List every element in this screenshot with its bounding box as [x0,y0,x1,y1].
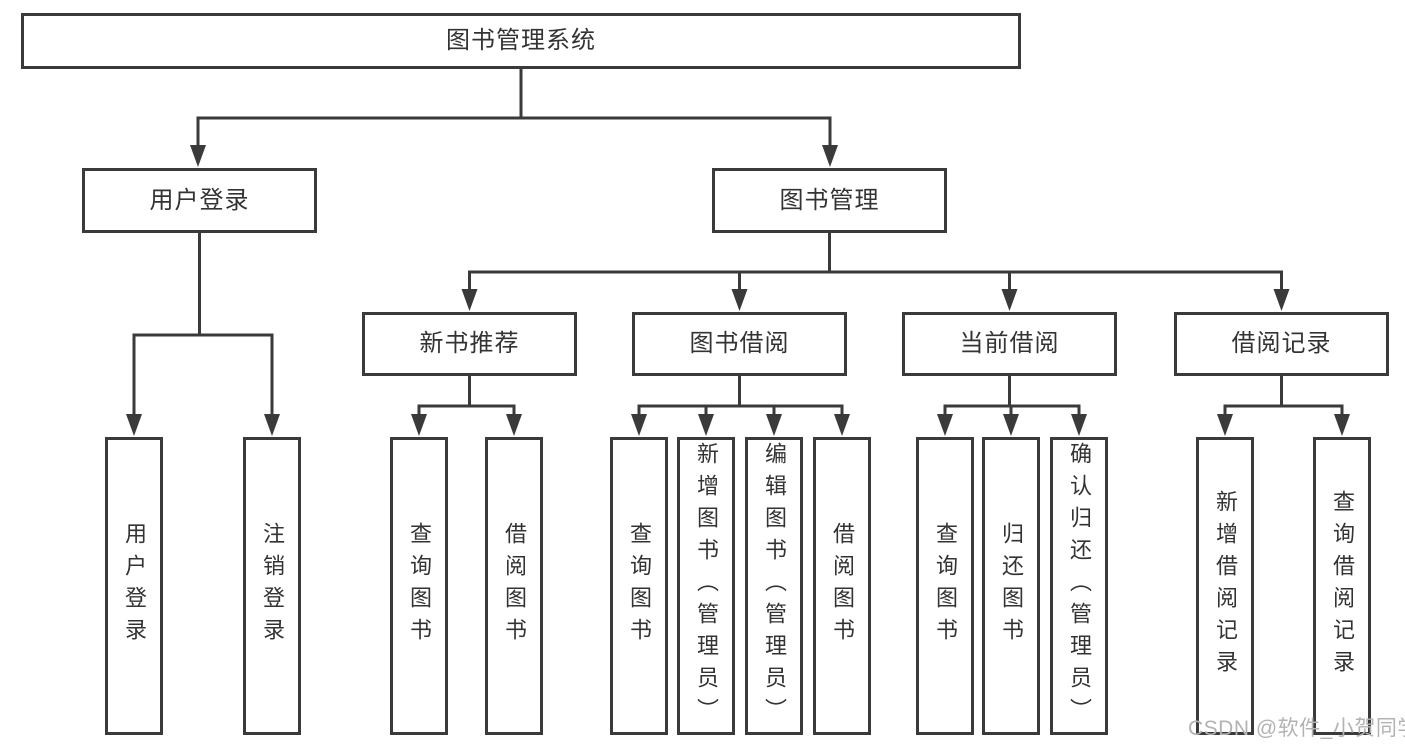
leaf-query-books-borrowing: 查询图书 [610,437,668,735]
leaf-query-books-recommend: 查询图书 [390,437,448,735]
arrowhead [822,145,838,167]
node-label: 编辑图书（管理员） [762,442,787,730]
connector-newbook-to-leaves [417,374,516,422]
node-library-system: 图书管理系统 [21,13,1021,69]
arrowhead [190,145,206,167]
node-label: 确认归还（管理员） [1067,442,1092,730]
csdn-watermark: CSDN @软件_小贺同学 [1188,717,1405,740]
node-label: 用户登录 [149,186,250,214]
arrowhead [731,289,748,311]
node-label: 图书管理 [779,186,880,214]
connector-root-to-level2 [196,67,832,152]
arrowhead [1001,289,1018,311]
node-label: 归还图书 [999,522,1024,650]
node-label: 图书管理系统 [446,27,596,54]
arrowhead [1217,414,1233,436]
node-book-management: 图书管理 [712,168,947,233]
arrowhead [937,414,953,436]
arrowhead [834,414,850,436]
arrowhead [766,414,782,436]
leaf-return-book: 归还图书 [982,437,1040,735]
arrowhead [264,414,280,436]
leaf-query-borrow-record: 查询借阅记录 [1313,437,1371,735]
connector-userlogin-to-leaves [132,231,274,422]
arrowhead [1071,414,1087,436]
node-label: 当前借阅 [959,330,1060,357]
leaf-add-book-admin: 新增图书（管理员） [677,437,735,735]
arrowhead [631,414,647,436]
leaf-query-books-current: 查询图书 [916,437,974,735]
arrowhead [506,414,522,436]
arrowhead [461,289,478,311]
node-borrowing-records: 借阅记录 [1174,312,1389,376]
node-label: 借阅图书 [502,522,527,650]
connector-bookmgmt-to-level3 [468,231,1283,296]
leaf-logout: 注销登录 [243,437,301,735]
leaf-confirm-return-admin: 确认归还（管理员） [1050,437,1108,735]
leaf-edit-book-admin: 编辑图书（管理员） [745,437,803,735]
connector-current-to-leaves [943,374,1081,422]
node-label: 新增借阅记录 [1213,490,1238,682]
connector-borrow-to-leaves [637,374,844,422]
node-label: 新书推荐 [419,330,520,357]
node-label: 图书借阅 [689,330,790,357]
node-label: 借阅记录 [1231,330,1332,357]
node-label: 查询图书 [627,522,652,650]
node-label: 用户登录 [122,522,147,650]
node-user-login: 用户登录 [82,168,317,233]
node-label: 注销登录 [260,522,285,650]
node-book-borrowing: 图书借阅 [632,312,847,376]
node-label: 查询图书 [933,522,958,650]
node-current-borrowing: 当前借阅 [902,312,1117,376]
arrowhead [1273,289,1290,311]
node-label: 查询图书 [407,522,432,650]
node-label: 借阅图书 [830,522,855,650]
node-label: 新增图书（管理员） [694,442,719,730]
leaf-borrow-books-recommend: 借阅图书 [485,437,543,735]
arrowhead [1003,414,1019,436]
leaf-user-login: 用户登录 [105,437,163,735]
node-new-book-recommend: 新书推荐 [362,312,577,376]
arrowhead [411,414,427,436]
leaf-add-borrow-record: 新增借阅记录 [1196,437,1254,735]
arrowhead [698,414,714,436]
connector-records-to-leaves [1223,374,1344,422]
node-label: 查询借阅记录 [1330,490,1355,682]
leaf-borrow-books: 借阅图书 [813,437,871,735]
arrowhead [1334,414,1350,436]
arrowhead [126,414,142,436]
